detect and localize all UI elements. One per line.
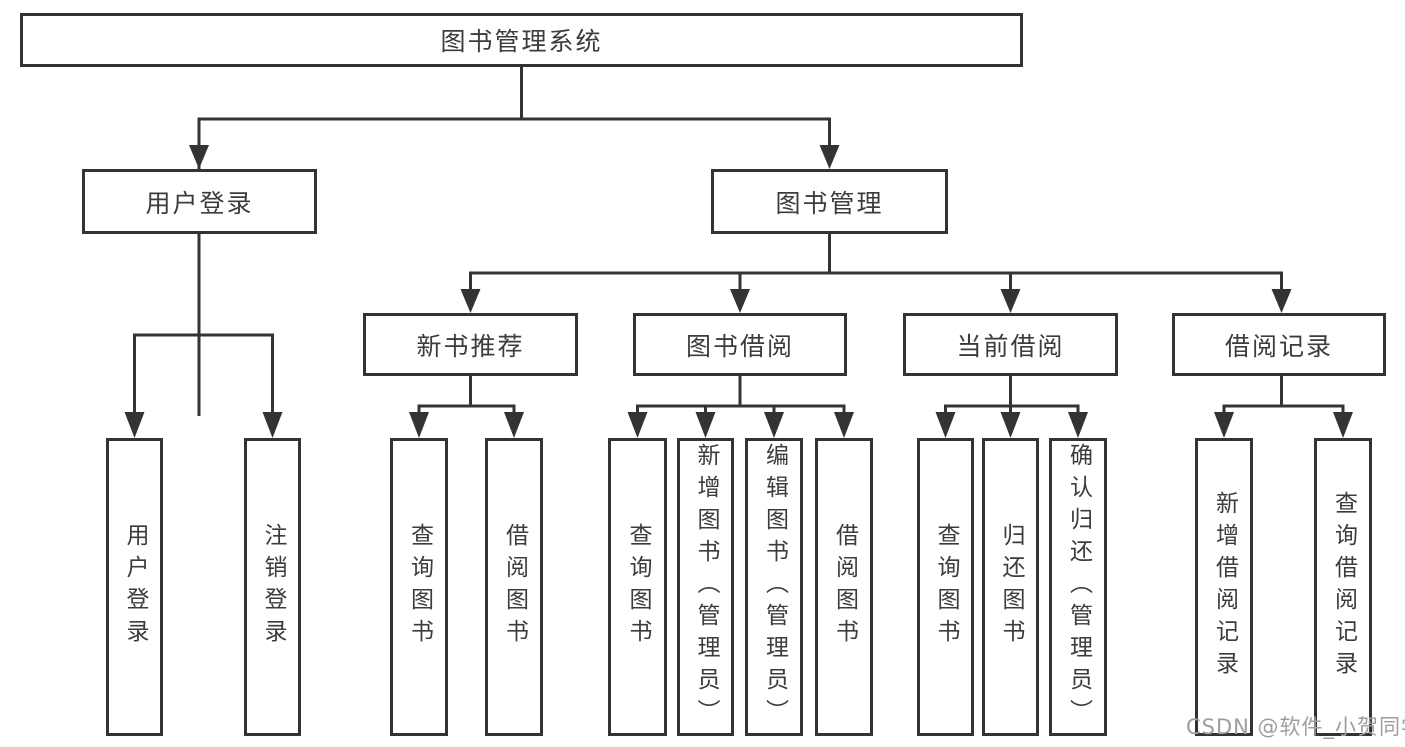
node-borrow-record: 借阅记录 (1172, 313, 1386, 376)
leaf-newbook-query-books: 查询图书 (390, 438, 448, 736)
node-book-borrow-label: 图书借阅 (685, 331, 794, 361)
leaf-user-login-label: 用户登录 (122, 523, 148, 651)
connector-root-to-level2 (197, 67, 831, 416)
leaf-edit-books-admin: 编辑图书（管理员） (745, 438, 803, 736)
arrowhead-icon (935, 412, 956, 438)
leaf-newbook-borrow-books-label: 借阅图书 (501, 523, 528, 651)
node-new-book-recommend-label: 新书推荐 (416, 331, 525, 361)
node-root-label: 图书管理系统 (440, 27, 603, 56)
arrowhead-icon (1000, 412, 1021, 438)
connector-bookmgmt-to-level3 (469, 234, 1283, 291)
connector-currentborrow-to-leaves (944, 376, 1080, 414)
arrowhead-icon (1068, 412, 1088, 438)
leaf-borrow-books: 借阅图书 (815, 438, 873, 736)
arrowhead-icon (124, 412, 145, 438)
leaf-query-borrow-record-label: 查询借阅记录 (1330, 491, 1357, 683)
leaf-logout: 注销登录 (244, 438, 301, 736)
leaf-add-borrow-record-label: 新增借阅记录 (1211, 491, 1238, 683)
leaf-current-query-books: 查询图书 (917, 438, 974, 736)
arrowhead-icon (834, 412, 854, 438)
leaf-edit-books-admin-label: 编辑图书（管理员） (761, 443, 788, 731)
arrowhead-icon (730, 289, 750, 313)
leaf-add-borrow-record: 新增借阅记录 (1195, 438, 1253, 736)
arrowhead-icon (262, 412, 283, 438)
arrowhead-icon (1214, 412, 1234, 438)
connector-borrowrecord-to-leaves (1222, 376, 1345, 414)
leaf-borrow-books-label: 借阅图书 (831, 523, 858, 651)
arrowhead-icon (695, 412, 716, 438)
arrowhead-icon (1000, 289, 1021, 313)
node-new-book-recommend: 新书推荐 (363, 313, 578, 376)
node-root: 图书管理系统 (20, 13, 1023, 67)
arrowhead-icon (189, 145, 209, 169)
leaf-logout-label: 注销登录 (260, 523, 286, 651)
node-current-borrow-label: 当前借阅 (956, 331, 1065, 361)
leaf-confirm-return-admin-label: 确认归还（管理员） (1065, 443, 1092, 731)
leaf-newbook-query-books-label: 查询图书 (406, 523, 433, 651)
arrowhead-icon (1333, 412, 1353, 438)
leaf-user-login: 用户登录 (106, 438, 163, 736)
leaf-return-books: 归还图书 (982, 438, 1039, 736)
csdn-watermark: CSDN @软件_小贺同学 (1186, 715, 1405, 739)
node-book-management: 图书管理 (711, 169, 948, 234)
arrowhead-icon (764, 412, 784, 438)
node-borrow-record-label: 借阅记录 (1224, 331, 1333, 361)
arrowhead-icon (460, 289, 481, 313)
node-user-login: 用户登录 (82, 169, 317, 234)
arrowhead-icon (819, 145, 840, 169)
leaf-return-books-label: 归还图书 (998, 523, 1024, 651)
leaf-current-query-books-label: 查询图书 (933, 523, 959, 651)
leaf-newbook-borrow-books: 借阅图书 (485, 438, 543, 736)
leaf-borrow-query-books: 查询图书 (608, 438, 667, 736)
arrowhead-icon (1271, 289, 1292, 313)
arrowhead-icon (504, 412, 524, 438)
connector-newbook-to-leaves (417, 376, 516, 414)
connector-userlogin-to-leaves (133, 234, 274, 414)
leaf-add-books-admin: 新增图书（管理员） (677, 438, 734, 736)
leaf-confirm-return-admin: 确认归还（管理员） (1049, 438, 1107, 736)
connector-bookborrow-to-leaves (636, 376, 846, 414)
leaf-query-borrow-record: 查询借阅记录 (1314, 438, 1372, 736)
leaf-add-books-admin-label: 新增图书（管理员） (693, 443, 719, 731)
node-current-borrow: 当前借阅 (903, 313, 1118, 376)
node-user-login-label: 用户登录 (145, 188, 254, 218)
arrowhead-icon (409, 412, 429, 438)
node-book-management-label: 图书管理 (775, 188, 884, 218)
node-book-borrow: 图书借阅 (633, 313, 847, 376)
arrowhead-icon (627, 412, 648, 438)
leaf-borrow-query-books-label: 查询图书 (625, 523, 651, 651)
